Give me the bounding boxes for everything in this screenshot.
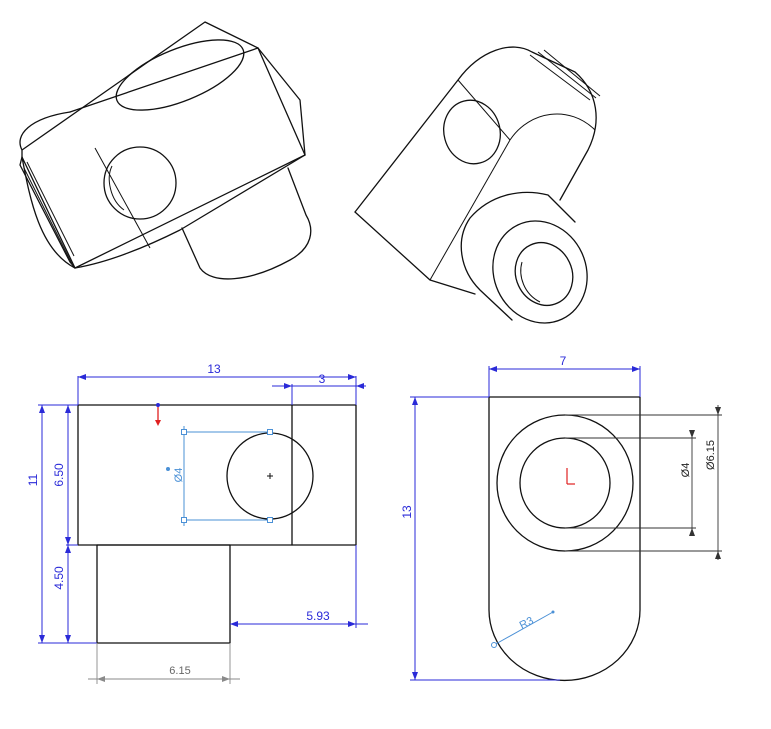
iso2-seam [457,79,511,141]
iso1-seam [94,147,151,249]
iso2-face-hole [443,99,501,165]
iso1-rounded-end [19,111,71,151]
iso1-front-hole [103,146,177,220]
sv-inner-circle [519,437,611,529]
isometric-view-right [354,46,601,324]
sv-dim-radius: R3 [518,615,536,632]
sv-dim-height: 13 [400,505,414,519]
fv-sketch-point [181,429,187,435]
fv-origin-point [156,403,160,407]
iso1-boss [181,167,312,280]
fv-sketch-point [267,429,273,435]
fv-dim-overall-height: 11 [26,473,40,486]
fv-sketch-point [166,467,170,471]
isometric-view-left [19,21,312,280]
iso1-front-face [21,154,306,269]
iso1-side-line [26,161,75,257]
iso1-top-hole [115,39,245,111]
iso1-hole-inner [108,165,125,211]
sv-radius-leader [493,611,554,646]
fv-dim-boss-offset: 5.93 [306,609,330,623]
fv-dim-boss-height: 4.50 [52,566,66,590]
fv-boss [96,544,231,644]
iso2-cylinder-body [460,191,576,321]
sv-radius-center [551,610,555,614]
iso1-top-face [21,21,306,269]
side-view: 7 13 Ø4 Ø6.15 R3 [400,354,722,682]
iso2-front-face [354,211,476,295]
fv-sketch-point [181,517,187,523]
sv-outer-circle [496,414,634,552]
iso2-arc [509,113,596,141]
iso2-top-line [537,51,597,99]
iso2-block-outline [354,46,597,213]
iso2-bore-inner [520,261,541,303]
fv-dim-right-band: 3 [319,372,326,386]
iso2-seam-front [429,139,511,281]
iso2-cylinder-bore [514,242,574,306]
iso2-top-line [543,49,601,97]
sv-dim-width: 7 [560,354,567,368]
iso1-left-side [19,156,76,269]
fv-dim-overall-width: 13 [207,362,221,376]
fv-block [77,404,357,546]
iso2-cylinder-end [492,220,588,324]
fv-dim-hole-dia: Ø4 [173,468,185,483]
sv-dim-outer-dia: Ø6.15 [705,440,717,470]
iso1-side-line [23,167,73,265]
sv-radius-point [491,642,497,648]
iso2-top-line [529,54,591,101]
fv-sketch-point [267,517,273,523]
sv-dim-inner-dia: Ø4 [680,463,692,478]
sv-outline [488,396,641,682]
front-view: Ø4 13 3 11 6.50 4.50 5.93 [26,362,368,684]
iso1-right-edge [257,47,306,156]
fv-origin-arrow [155,420,161,426]
iso1-upper-edge [69,47,259,113]
fv-dim-boss-width: 6.15 [169,665,190,677]
fv-dim-block-height: 6.50 [52,463,66,487]
